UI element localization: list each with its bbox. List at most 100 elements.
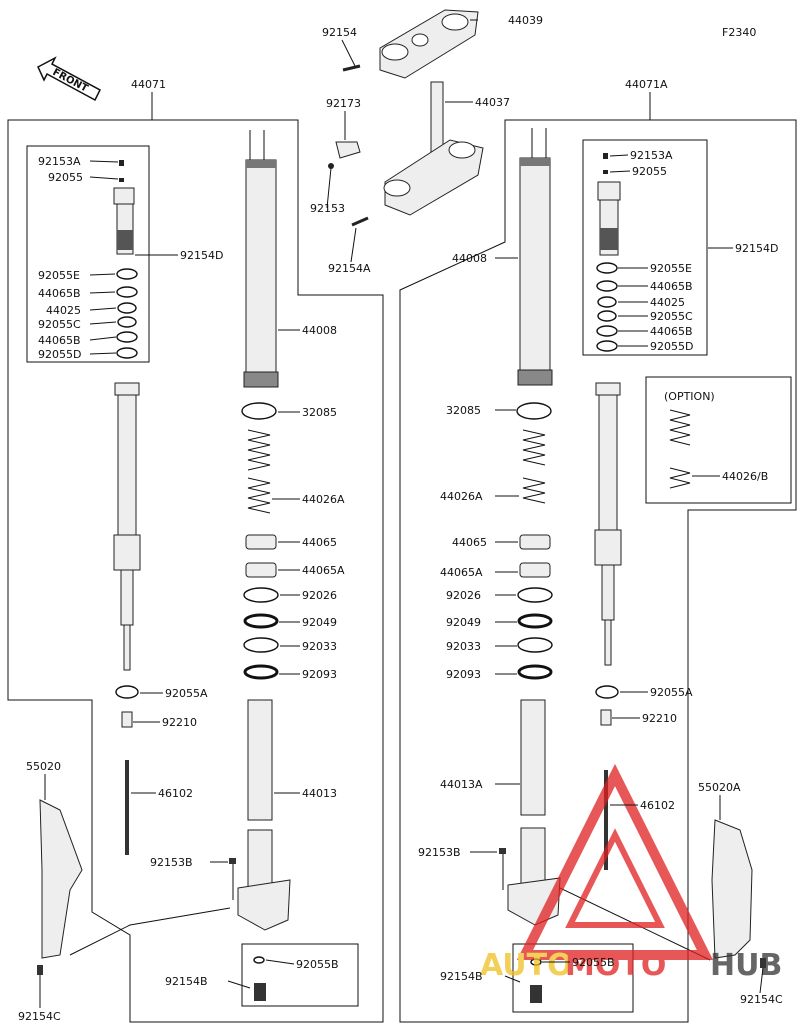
part-number-label: 55020 <box>26 760 61 773</box>
part-number-label: 92153A <box>630 149 673 162</box>
part-callout-top-92173: 92173 <box>326 97 361 140</box>
part-callout-right-92154d: 92154D <box>708 242 778 255</box>
leader-line <box>326 167 332 209</box>
part-callout-right-44065b: 44065B <box>618 325 693 338</box>
part-callout-right-44013a: 44013A <box>440 778 520 791</box>
part-callout-left-92033: 92033 <box>280 640 337 653</box>
part-callout-right-44026a: 44026A <box>440 490 519 503</box>
part-callout-right-92055e: 92055E <box>618 262 692 275</box>
leader-line <box>265 959 295 965</box>
leader-line <box>89 352 117 355</box>
part-callout-left-92055a: 92055A <box>140 687 208 700</box>
part-callout-left-44025: 44025 <box>46 304 117 317</box>
leader-line <box>609 170 631 173</box>
left-cartridge <box>113 160 135 255</box>
front-arrow-icon: FRONT <box>37 56 101 102</box>
part-callout-right-44065: 44065 <box>452 536 518 549</box>
left-bottom-box <box>241 943 359 1007</box>
part-number-label: 44008 <box>302 324 337 337</box>
part-number-label: 92154C <box>18 1010 61 1023</box>
part-callout-right-92154b: 92154B <box>440 970 521 983</box>
part-number-label: 92173 <box>326 97 361 110</box>
leader-line <box>89 336 117 341</box>
part-callout-left-92055: 92055 <box>48 171 119 184</box>
part-callout-top-44039: 44039 <box>470 14 543 27</box>
part-number-label: 44013 <box>302 787 337 800</box>
part-number-label: 55020A <box>698 781 741 794</box>
part-number-label: 44065A <box>302 564 345 577</box>
part-number-label: 44065B <box>38 334 81 347</box>
leader-line <box>89 176 119 180</box>
part-callout-right-92049: 92049 <box>446 616 517 629</box>
part-number-label: 92093 <box>446 668 481 681</box>
part-callout-right-92055a: 92055A <box>620 686 693 699</box>
left-cartridge-box <box>26 145 150 363</box>
part-number-label: 92093 <box>302 668 337 681</box>
part-callout-right-92055d: 92055D <box>618 340 693 353</box>
part-number-label: 44065 <box>302 536 337 549</box>
leader-line <box>89 321 117 325</box>
part-number-label: 92153B <box>418 846 461 859</box>
figure-code: F2340 <box>722 26 756 39</box>
leader-line <box>89 273 116 276</box>
part-callout-right-44065a: 44065A <box>440 566 518 579</box>
part-number-label: 92049 <box>302 616 337 629</box>
part-callout-right-32085: 32085 <box>446 404 516 417</box>
part-number-label: 92055A <box>650 686 693 699</box>
assembly-label-left: 44071 <box>131 78 166 91</box>
part-callout-left-92154b: 92154B <box>165 975 251 989</box>
part-number-label: 92055 <box>632 165 667 178</box>
part-number-label: 92210 <box>642 712 677 725</box>
part-callout-left-92093: 92093 <box>279 668 337 681</box>
part-callout-left-92153a: 92153A <box>38 155 119 168</box>
steering-stem <box>383 81 484 216</box>
part-number-label: 44039 <box>508 14 543 27</box>
leader-line <box>341 39 356 67</box>
part-number-label: 92026 <box>446 589 481 602</box>
part-callout-left-92026: 92026 <box>280 589 337 602</box>
part-number-label: 92033 <box>446 640 481 653</box>
right-fork-guard <box>711 819 753 959</box>
part-number-label: 44025 <box>46 304 81 317</box>
right-assembly-frame <box>399 119 797 1023</box>
left-assembly-frame <box>7 119 384 1023</box>
part-callout-right-92026: 92026 <box>446 589 516 602</box>
part-callout-left-44065b: 44065B <box>38 287 116 300</box>
part-number-label: 44065B <box>38 287 81 300</box>
part-number-label: 92055B <box>572 956 615 969</box>
part-callout-left-44065a: 44065A <box>278 564 345 577</box>
part-callout-left-92055b: 92055B <box>265 958 339 971</box>
part-number-label: 92154 <box>322 26 357 39</box>
right-cartridge-box <box>582 139 708 356</box>
part-number-label: 92055E <box>38 269 80 282</box>
part-callout-left-92055e: 92055E <box>38 269 116 282</box>
bolt-92154a <box>351 216 369 227</box>
part-number-label: 92154A <box>328 262 371 275</box>
part-callout-right-92033: 92033 <box>446 640 517 653</box>
part-number-label: 92154B <box>165 975 208 988</box>
right-cartridge <box>597 153 621 256</box>
part-number-label: 92154C <box>740 993 783 1006</box>
right-outer-tube <box>517 128 553 386</box>
part-callout-right-44065b: 44065B <box>618 280 693 293</box>
part-number-label: 44037 <box>475 96 510 109</box>
part-callout-left-46102: 46102 <box>131 787 193 800</box>
left-inner-tube <box>237 699 291 931</box>
part-number-label: 92049 <box>446 616 481 629</box>
part-number-label: 46102 <box>158 787 193 800</box>
right-bottom-box <box>512 943 634 1013</box>
option-title: (OPTION) <box>664 390 715 403</box>
left-fork-guard <box>39 799 83 959</box>
option-part-label: 44026/B <box>722 470 768 483</box>
part-callout-left-44026a: 44026A <box>272 493 345 506</box>
right-damper-rod <box>594 382 622 666</box>
part-callout-left-92153b: 92153B <box>150 856 228 869</box>
part-number-label: 92154B <box>440 970 483 983</box>
part-callout-top-92153: 92153 <box>310 167 345 215</box>
part-number-label: 44026A <box>440 490 483 503</box>
part-number-label: 46102 <box>640 799 675 812</box>
leader-line <box>609 154 629 157</box>
leader-line <box>227 980 251 989</box>
watermark-auto: AUTO <box>480 948 573 983</box>
